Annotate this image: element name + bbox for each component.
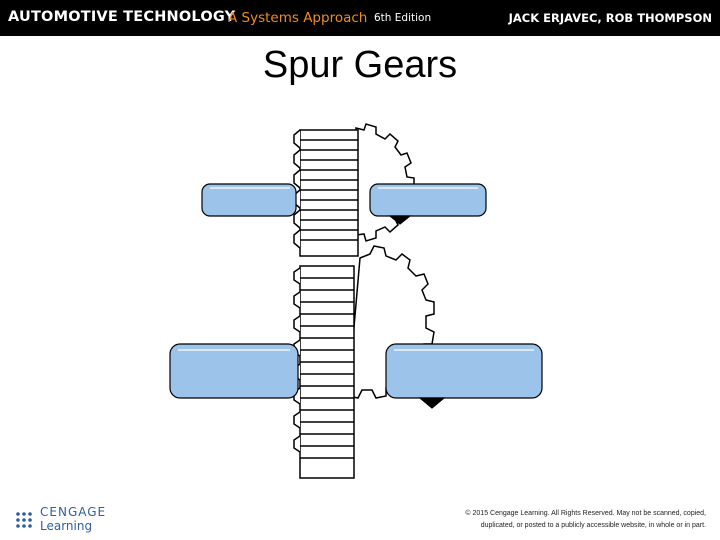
upper-gear-face [293,129,359,257]
slide-title: Spur Gears [262,44,458,86]
copyright-notice: © 2015 Cengage Learning. All Rights Rese… [406,508,706,532]
cengage-logo: CENGAGE Learning [12,504,122,534]
logo-sub: Learning [40,519,93,533]
copyright-line-1: © 2015 Cengage Learning. All Rights Rese… [465,510,706,517]
book-title: AUTOMOTIVE TECHNOLOGY [8,9,236,25]
copyright-line-2: duplicated, or posted to a publicly acce… [480,522,706,529]
cengage-mark-icon [16,512,32,528]
lower-gear-face [293,265,355,479]
book-authors: JACK ERJAVEC, ROB THOMPSON [508,11,712,25]
header-bar: AUTOMOTIVE TECHNOLOGY A Systems Approach… [0,0,720,36]
book-subtitle: A Systems Approach [228,10,368,26]
spur-gears-illustration [169,123,543,479]
upper-gear-profile [355,123,415,242]
book-edition: 6th Edition [374,12,432,24]
logo-name: CENGAGE [40,505,107,519]
upper-shafts [201,183,487,225]
lower-shafts [169,343,543,409]
